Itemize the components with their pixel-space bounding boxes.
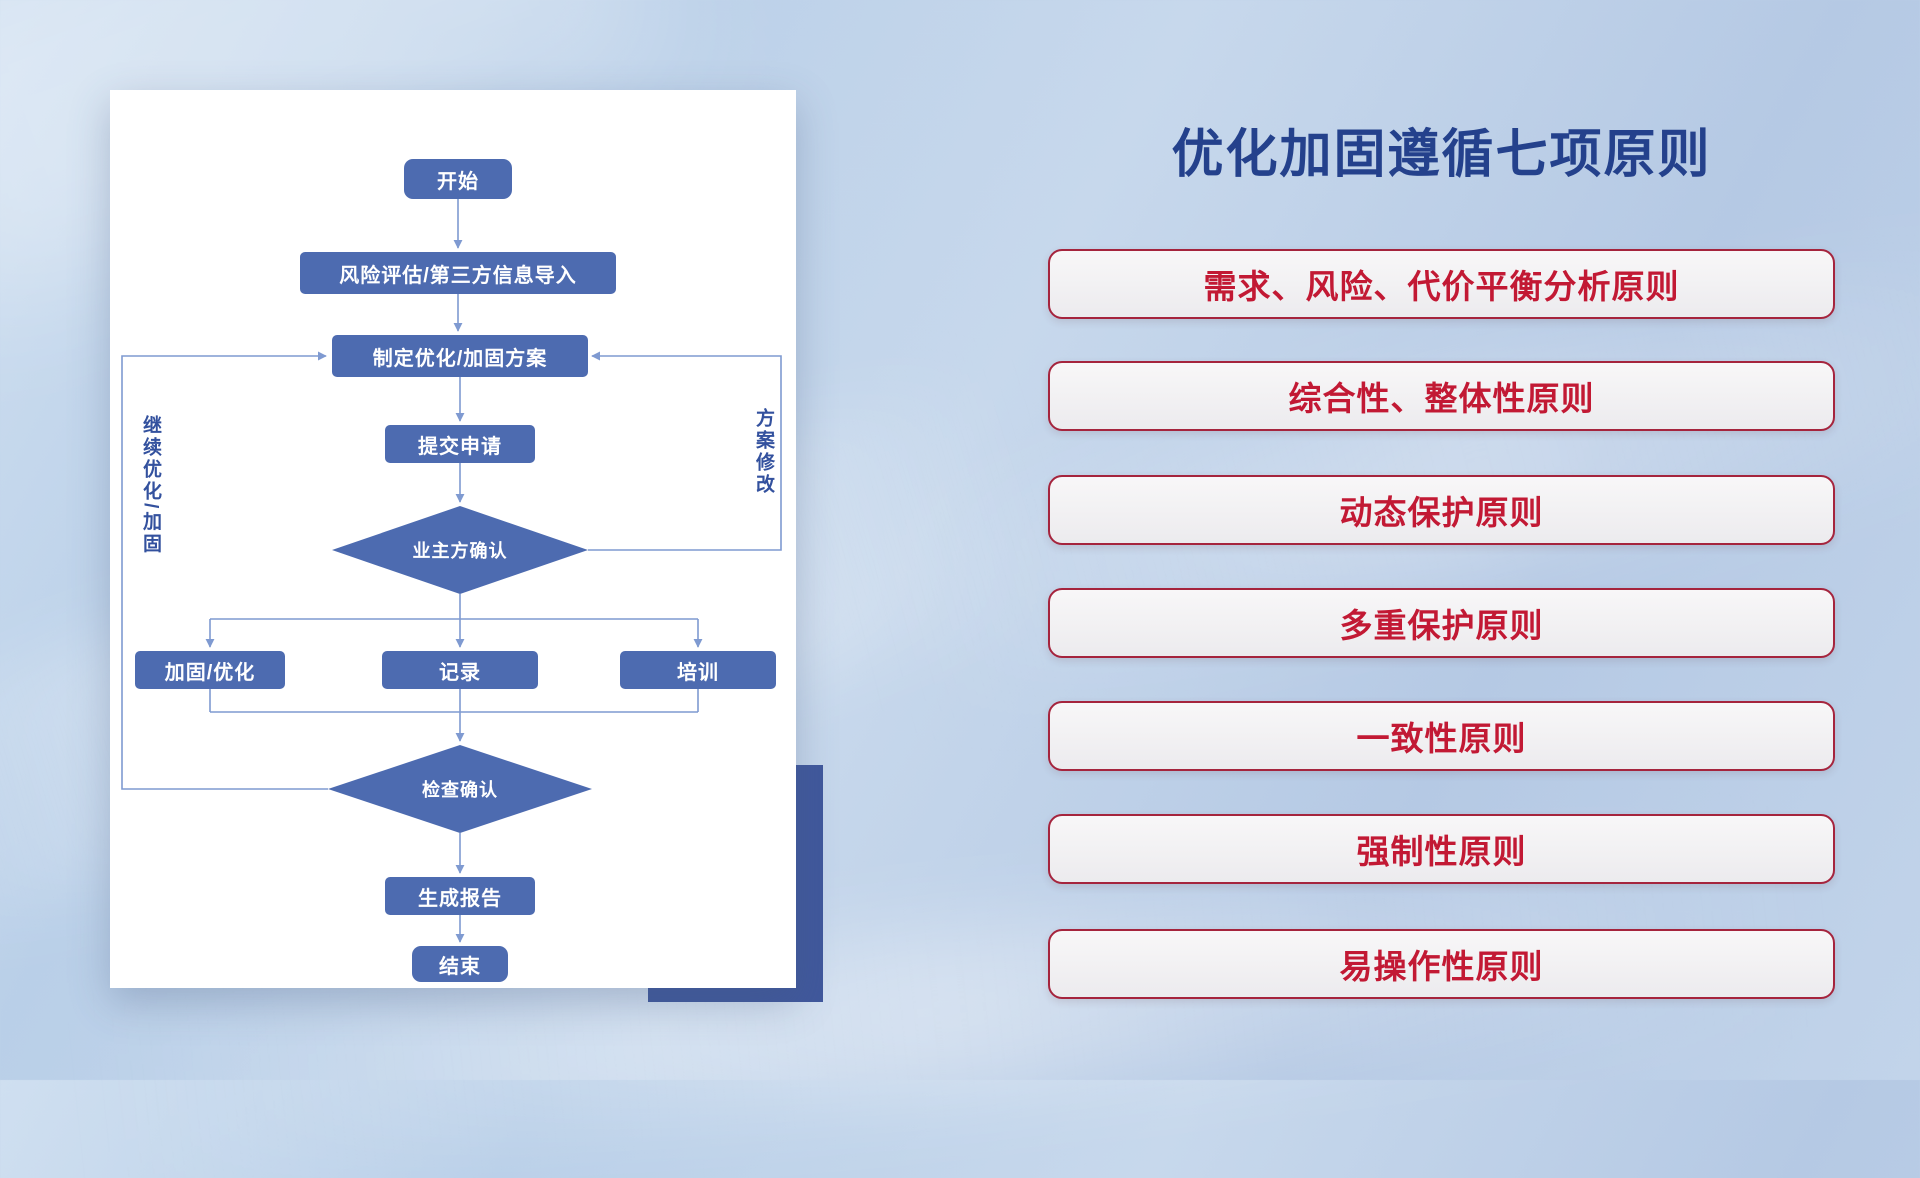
principle-item-2: 综合性、整体性原则 [1048,361,1835,431]
principle-item-3: 动态保护原则 [1048,475,1835,545]
flow-node-training: 培训 [620,651,776,689]
flow-node-reinforce: 加固/优化 [135,651,285,689]
principle-item-7: 易操作性原则 [1048,929,1835,999]
page-title: 优化加固遵循七项原则 [1171,126,1712,184]
flow-node-make-plan: 制定优化/加固方案 [332,335,588,377]
flow-node-start: 开始 [404,159,512,199]
principle-item-1: 需求、风险、代价平衡分析原则 [1048,249,1835,319]
flow-node-end: 结束 [412,946,508,982]
flow-edge-label-continue-optimize: 继续优化/加固 [140,414,161,556]
flowchart-card: 开始 风险评估/第三方信息导入 制定优化/加固方案 提交申请 业主方确认 加固/… [110,90,796,988]
flow-node-report: 生成报告 [385,877,535,915]
principle-item-5: 一致性原则 [1048,701,1835,771]
principle-item-4: 多重保护原则 [1048,588,1835,658]
flow-node-submit: 提交申请 [385,425,535,463]
flow-node-record: 记录 [382,651,538,689]
flow-node-risk-import: 风险评估/第三方信息导入 [300,252,616,294]
principle-item-6: 强制性原则 [1048,814,1835,884]
flow-edge-label-plan-revise: 方案修改 [753,408,774,496]
